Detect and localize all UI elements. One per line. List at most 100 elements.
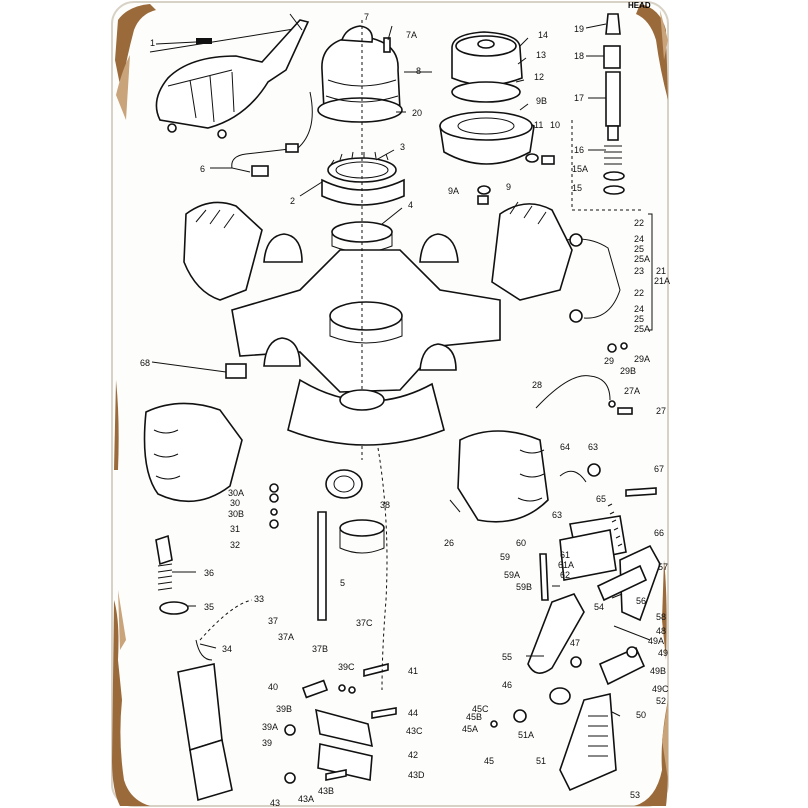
part-label-3: 3 — [400, 142, 405, 152]
part-label-43d: 43D — [408, 770, 425, 780]
harness-right — [565, 213, 653, 331]
part-label-48: 48 — [656, 626, 666, 636]
part-label-30b: 30B — [228, 509, 244, 519]
rust-edges — [112, 4, 668, 806]
part-label-59: 59 — [500, 552, 510, 562]
part-label-56: 56 — [636, 596, 646, 606]
part-label-2: 2 — [290, 196, 295, 206]
part-label-37c: 37C — [356, 618, 373, 628]
part-labels: 1 7 7A 8 14 13 12 9B 20 19 18 17 16 15A … — [140, 12, 670, 808]
gearbox-dome — [317, 25, 403, 123]
part-label-37: 37 — [268, 616, 278, 626]
bearing-38 — [317, 469, 385, 621]
part-label-42: 42 — [408, 750, 418, 760]
bowl-9b — [439, 111, 535, 165]
part-label-49b: 49B — [650, 666, 666, 676]
part-label-29a: 29A — [634, 354, 650, 364]
part-label-21: 21 — [656, 266, 666, 276]
part-label-43a: 43A — [298, 794, 314, 804]
part-label-28: 28 — [532, 380, 542, 390]
part-label-45c: 45C — [472, 704, 489, 714]
part-label-66: 66 — [654, 528, 664, 538]
part-label-60: 60 — [516, 538, 526, 548]
part-label-27: 27 — [656, 406, 666, 416]
part-label-38: 38 — [380, 500, 390, 510]
part-label-65: 65 — [596, 494, 606, 504]
part-label-53: 53 — [630, 790, 640, 800]
part-label-22b: 22 — [634, 288, 644, 298]
helicopter-icon — [149, 13, 310, 139]
cap-14 — [451, 31, 523, 103]
part-label-8: 8 — [416, 66, 421, 76]
part-label-24a: 24 — [634, 234, 644, 244]
part-label-34: 34 — [222, 644, 232, 654]
part-label-45: 45 — [484, 756, 494, 766]
part-label-18: 18 — [574, 51, 584, 61]
part-label-43b: 43B — [318, 786, 334, 796]
part-label-45b: 45B — [466, 712, 482, 722]
part-label-43c: 43C — [406, 726, 423, 736]
rotor-hub — [143, 20, 573, 523]
part-label-25a: 25 — [634, 244, 644, 254]
leader-lines — [151, 23, 623, 717]
part-label-46: 46 — [502, 680, 512, 690]
part-label-61: 61 — [560, 550, 570, 560]
part-label-7a: 7A — [406, 30, 417, 40]
part-label-31: 31 — [230, 524, 240, 534]
part-label-44: 44 — [408, 708, 418, 718]
part-label-30: 30 — [230, 498, 240, 508]
part-label-15a: 15A — [572, 164, 588, 174]
part-label-13: 13 — [536, 50, 546, 60]
part-label-43: 43 — [270, 798, 280, 808]
part-label-39b: 39B — [276, 704, 292, 714]
part-label-9: 9 — [506, 182, 511, 192]
lever-group — [539, 463, 661, 622]
cable-6 — [231, 91, 313, 177]
part-label-45a: 45A — [462, 724, 478, 734]
part-label-67: 67 — [654, 464, 664, 474]
part-label-59b: 59B — [516, 582, 532, 592]
part-label-68: 68 — [140, 358, 150, 368]
part-label-30a: 30A — [228, 488, 244, 498]
part-label-51: 51 — [536, 756, 546, 766]
part-label-12: 12 — [534, 72, 544, 82]
left-fasteners — [225, 363, 279, 529]
part-label-15: 15 — [572, 183, 582, 193]
part-label-37b: 37B — [312, 644, 328, 654]
part-label-51a: 51A — [518, 730, 534, 740]
part-label-64: 64 — [560, 442, 570, 452]
lower-bracket — [284, 447, 397, 784]
part-label-39c: 39C — [338, 662, 355, 672]
pin-assembly — [571, 13, 642, 211]
part-label-21a: 21A — [654, 276, 670, 286]
part-label-9a: 9A — [448, 186, 459, 196]
part-label-9b: 9B — [536, 96, 547, 106]
part-label-49c: 49C — [652, 684, 669, 694]
part-label-25b: 25 — [634, 314, 644, 324]
part-label-62: 62 — [560, 570, 570, 580]
part-label-32: 32 — [230, 540, 240, 550]
part-label-11: 11 — [534, 120, 543, 130]
part-label-58: 58 — [656, 612, 666, 622]
part-label-14: 14 — [538, 30, 548, 40]
part-label-57: 57 — [658, 562, 668, 572]
part-label-22a: 22 — [634, 218, 644, 228]
part-label-5: 5 — [340, 578, 345, 588]
part-label-52: 52 — [656, 696, 666, 706]
lower-right-linkage — [490, 593, 651, 792]
part-label-24b: 24 — [634, 304, 644, 314]
part-label-54: 54 — [594, 602, 604, 612]
part-label-7: 7 — [364, 12, 369, 22]
left-column — [155, 534, 253, 802]
corner-text: HEAD — [628, 1, 651, 10]
part-label-63a: 63 — [588, 442, 598, 452]
part-label-37a: 37A — [278, 632, 294, 642]
part-label-10: 10 — [550, 120, 560, 130]
part-label-27a: 27A — [624, 386, 640, 396]
part-label-49a: 49A — [648, 636, 664, 646]
part-label-39a: 39A — [262, 722, 278, 732]
part-label-40: 40 — [268, 682, 278, 692]
part-label-29: 29 — [604, 356, 614, 366]
part-label-19: 19 — [574, 24, 584, 34]
